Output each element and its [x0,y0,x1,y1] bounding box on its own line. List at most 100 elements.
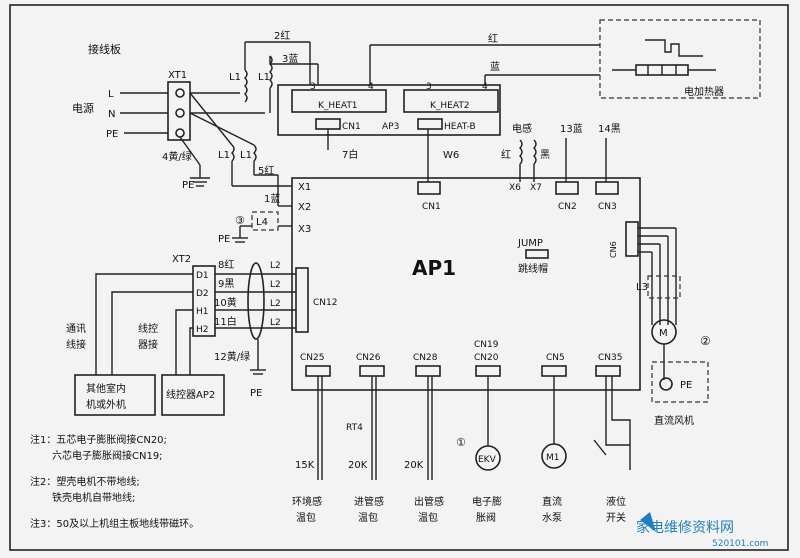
svg-text:M: M [659,328,668,339]
svg-text:胀阀: 胀阀 [476,511,496,524]
l4-label: L4 [256,217,268,228]
inductor-label: 电感 [512,122,532,135]
wire-1blue-label: 1蓝 [264,193,280,205]
terminal-block-label: 接线板 [88,42,121,56]
svg-text:L2: L2 [270,280,281,290]
power-label: 电源 [72,101,94,115]
l1-d-label: L1 [240,150,252,161]
k-heat2-label: K_HEAT2 [430,101,470,111]
other-unit-box [74,374,156,416]
note-1b: 六芯电子膨胀阀接CN19; [52,449,163,462]
svg-text:4: 4 [482,82,488,92]
svg-text:H2: H2 [196,325,209,335]
xt2-label: XT2 [172,254,191,265]
svg-text:PE: PE [680,380,692,391]
svg-text:温包: 温包 [418,511,438,524]
water-pump-motor [541,443,567,469]
svg-text:CN26: CN26 [356,353,381,363]
svg-text:温包: 温包 [358,511,378,524]
wire-14black-label: 14黑 [598,123,621,135]
cn25-connector [305,365,331,377]
ap3-relay-board [277,84,501,136]
svg-text:电子膨: 电子膨 [472,495,502,508]
svg-text:机或外机: 机或外机 [86,398,126,411]
svg-text:X6: X6 [509,183,521,193]
svg-text:L2: L2 [270,299,281,309]
cn6-connector [625,221,639,257]
wire-4-label: 4黄/绿 [162,150,192,163]
heater-box [599,19,761,99]
svg-text:8红: 8红 [218,258,234,271]
svg-text:M1: M1 [546,453,560,463]
cn35-connector [595,365,621,377]
cn28-connector [415,365,441,377]
wired-controller-box [161,374,225,416]
watermark-logo-icon [640,512,656,532]
svg-text:L2: L2 [270,318,281,328]
svg-text:CN35: CN35 [598,353,622,363]
svg-text:线控: 线控 [138,322,158,335]
pe2-label: PE [218,234,230,245]
notes: 注1：五芯电子膨胀阀接CN20; 六芯电子膨胀阀接CN19; 注2：塑壳电机不带… [30,433,199,530]
outer-frame [9,4,789,551]
l4-box [251,211,279,231]
cn12-connector [295,267,309,333]
svg-text:CN2: CN2 [558,202,577,212]
svg-text:D1: D1 [196,271,209,281]
svg-text:CN5: CN5 [546,353,565,363]
cn5-connector [541,365,567,377]
note1-marker: ① [456,436,466,449]
inductor-coil-b [533,139,537,165]
jumper-connector [525,249,549,259]
svg-text:CN19: CN19 [474,340,499,350]
watermark-brand: 家电维修资料网 [636,519,734,536]
svg-text:温包: 温包 [296,511,316,524]
svg-text:15K: 15K [295,460,315,471]
l1-coil-b [269,55,273,89]
cn26-connector [359,365,385,377]
note3-marker: ③ [235,214,245,227]
wire-13blue-label: 13蓝 [560,123,583,135]
svg-text:20K: 20K [404,460,424,471]
svg-text:通讯: 通讯 [66,323,86,335]
l1-b-label: L1 [258,72,270,83]
l1-a-label: L1 [229,72,241,83]
note-2: 注2：塑壳电机不带地线; [30,475,140,488]
wire-3blue-label: 3蓝 [282,53,298,65]
cn1-connector [417,181,441,195]
k-heat1-relay [291,89,387,113]
svg-text:3: 3 [426,82,432,92]
ap3-cn1-label: CN1 [342,122,361,132]
wire-blue-label: 蓝 [490,61,500,73]
svg-text:X1: X1 [298,182,311,193]
l-label: L [108,89,114,100]
svg-text:CN28: CN28 [413,353,438,363]
svg-text:液位: 液位 [606,495,626,508]
pe-ground-1-label: PE [182,180,194,191]
w6-label: W6 [443,150,459,161]
pe-label: PE [106,129,118,140]
svg-text:CN3: CN3 [598,202,617,212]
svg-text:X2: X2 [298,202,311,213]
svg-text:线接: 线接 [66,338,86,351]
ap1-label: AP1 [412,256,456,280]
watermark-url: 520101.com [712,539,768,549]
svg-text:PE: PE [250,388,262,399]
svg-text:10黄: 10黄 [214,296,237,309]
heat-b-label: HEAT-B [444,122,476,132]
jumper-cap-label: 跳线帽 [518,262,548,275]
svg-text:器接: 器接 [138,338,158,351]
inductor-coil-a [519,139,523,165]
wire-7white-label: 7白 [342,148,358,161]
l1-c-label: L1 [218,150,230,161]
svg-text:20K: 20K [348,460,368,471]
svg-text:CN25: CN25 [300,353,324,363]
svg-text:直流: 直流 [542,495,562,508]
cn20-connector [475,365,501,377]
dc-fan-label: 直流风机 [654,414,694,427]
svg-text:X7: X7 [530,183,542,193]
svg-text:4: 4 [368,82,374,92]
svg-text:12黄/绿: 12黄/绿 [214,350,250,363]
